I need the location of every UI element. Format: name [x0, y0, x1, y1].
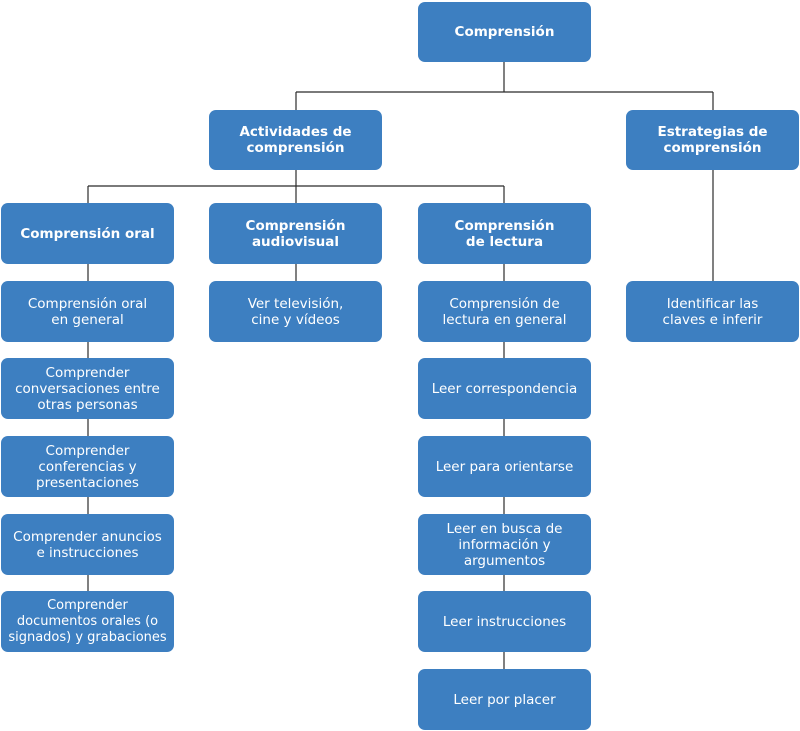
node-label: Comprensión de lectura en general: [442, 295, 567, 328]
node-label: Leer en busca de información y argumento…: [446, 520, 563, 569]
node-comprension-oral: Comprensión oral: [1, 203, 174, 264]
node-label: Leer correspondencia: [431, 380, 578, 397]
node-lectura-item: Leer por placer: [418, 669, 591, 730]
node-label: Comprensión de lectura: [454, 217, 555, 250]
node-lectura-item: Leer en busca de información y argumento…: [418, 514, 591, 575]
node-comprension: Comprensión: [418, 2, 591, 62]
node-label: Comprender conferencias y presentaciones: [36, 442, 139, 491]
node-lectura-item: Leer para orientarse: [418, 436, 591, 497]
node-label: Estrategias de comprensión: [657, 124, 768, 156]
node-label: Leer por placer: [453, 691, 556, 708]
node-label: Comprender anuncios e instrucciones: [13, 528, 162, 561]
node-lectura-item: Leer correspondencia: [418, 358, 591, 419]
node-label: Comprensión oral en general: [27, 295, 148, 328]
node-label: Leer para orientarse: [435, 458, 574, 475]
node-label: Leer instrucciones: [442, 613, 567, 630]
node-label: Identificar las claves e inferir: [662, 295, 763, 328]
node-oral-item: Comprender anuncios e instrucciones: [1, 514, 174, 575]
node-oral-item: Comprensión oral en general: [1, 281, 174, 342]
node-label: Comprensión audiovisual: [245, 217, 346, 250]
node-estrategias-comprension: Estrategias de comprensión: [626, 110, 799, 170]
node-label: Comprensión: [454, 24, 555, 40]
node-estrategias-item: Identificar las claves e inferir: [626, 281, 799, 342]
node-label: Comprender conversaciones entre otras pe…: [15, 364, 160, 413]
node-oral-item: Comprender documentos orales (o signados…: [1, 591, 174, 652]
node-lectura-item: Comprensión de lectura en general: [418, 281, 591, 342]
node-audiovisual-item: Ver televisión, cine y vídeos: [209, 281, 382, 342]
node-label: Comprender documentos orales (o signados…: [8, 597, 167, 645]
node-label: Ver televisión, cine y vídeos: [247, 295, 344, 328]
node-oral-item: Comprender conversaciones entre otras pe…: [1, 358, 174, 419]
node-oral-item: Comprender conferencias y presentaciones: [1, 436, 174, 497]
node-label: Actividades de comprensión: [239, 124, 352, 156]
node-comprension-lectura: Comprensión de lectura: [418, 203, 591, 264]
node-label: Comprensión oral: [20, 225, 155, 242]
node-lectura-item: Leer instrucciones: [418, 591, 591, 652]
node-comprension-audiovisual: Comprensión audiovisual: [209, 203, 382, 264]
node-actividades-comprension: Actividades de comprensión: [209, 110, 382, 170]
